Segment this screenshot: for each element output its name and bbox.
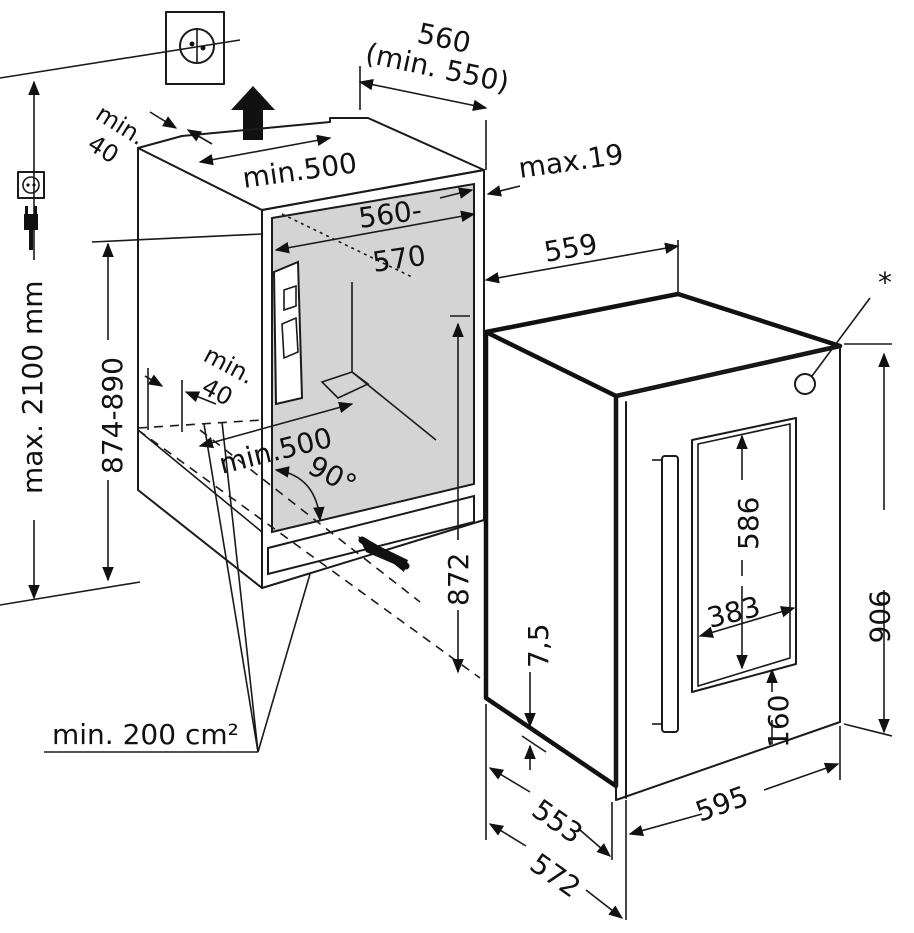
label-plinth-gap: 7,5 bbox=[522, 623, 555, 668]
appliance bbox=[483, 291, 843, 801]
label-depth-553: 553 bbox=[526, 793, 589, 851]
wall-socket-icon bbox=[165, 11, 225, 85]
niche-cabinet bbox=[137, 117, 485, 589]
power-plug-icon bbox=[24, 206, 38, 250]
label-window-width: 383 bbox=[704, 590, 764, 635]
label-top-vent-width: min.500 bbox=[240, 146, 359, 195]
wall-lines bbox=[0, 39, 263, 606]
ventilation-guides bbox=[137, 429, 481, 679]
label-niche-height: 874-890 bbox=[96, 357, 129, 474]
dimension-lines bbox=[28, 66, 893, 920]
label-window-height: 586 bbox=[732, 497, 765, 550]
label-depth-572: 572 bbox=[524, 847, 587, 905]
label-cavity-depth-b: 570 bbox=[370, 239, 428, 279]
power-socket-icon bbox=[17, 171, 45, 199]
label-max-height: max. 2100 mm bbox=[16, 280, 49, 494]
label-vent-area: min. 200 cm² bbox=[52, 718, 239, 751]
air-flow-arrow-icon bbox=[231, 86, 275, 140]
label-appliance-depth-top: 559 bbox=[541, 227, 599, 269]
label-door-height: 872 bbox=[442, 553, 475, 606]
label-appliance-height: 906 bbox=[863, 590, 896, 643]
inflow-arrow-icon bbox=[358, 536, 410, 572]
label-panel-thickness: max.19 bbox=[516, 138, 625, 185]
label-asterisk: * bbox=[878, 266, 892, 299]
label-width-595: 595 bbox=[691, 779, 753, 828]
label-bottom-gap: 160 bbox=[762, 695, 795, 748]
